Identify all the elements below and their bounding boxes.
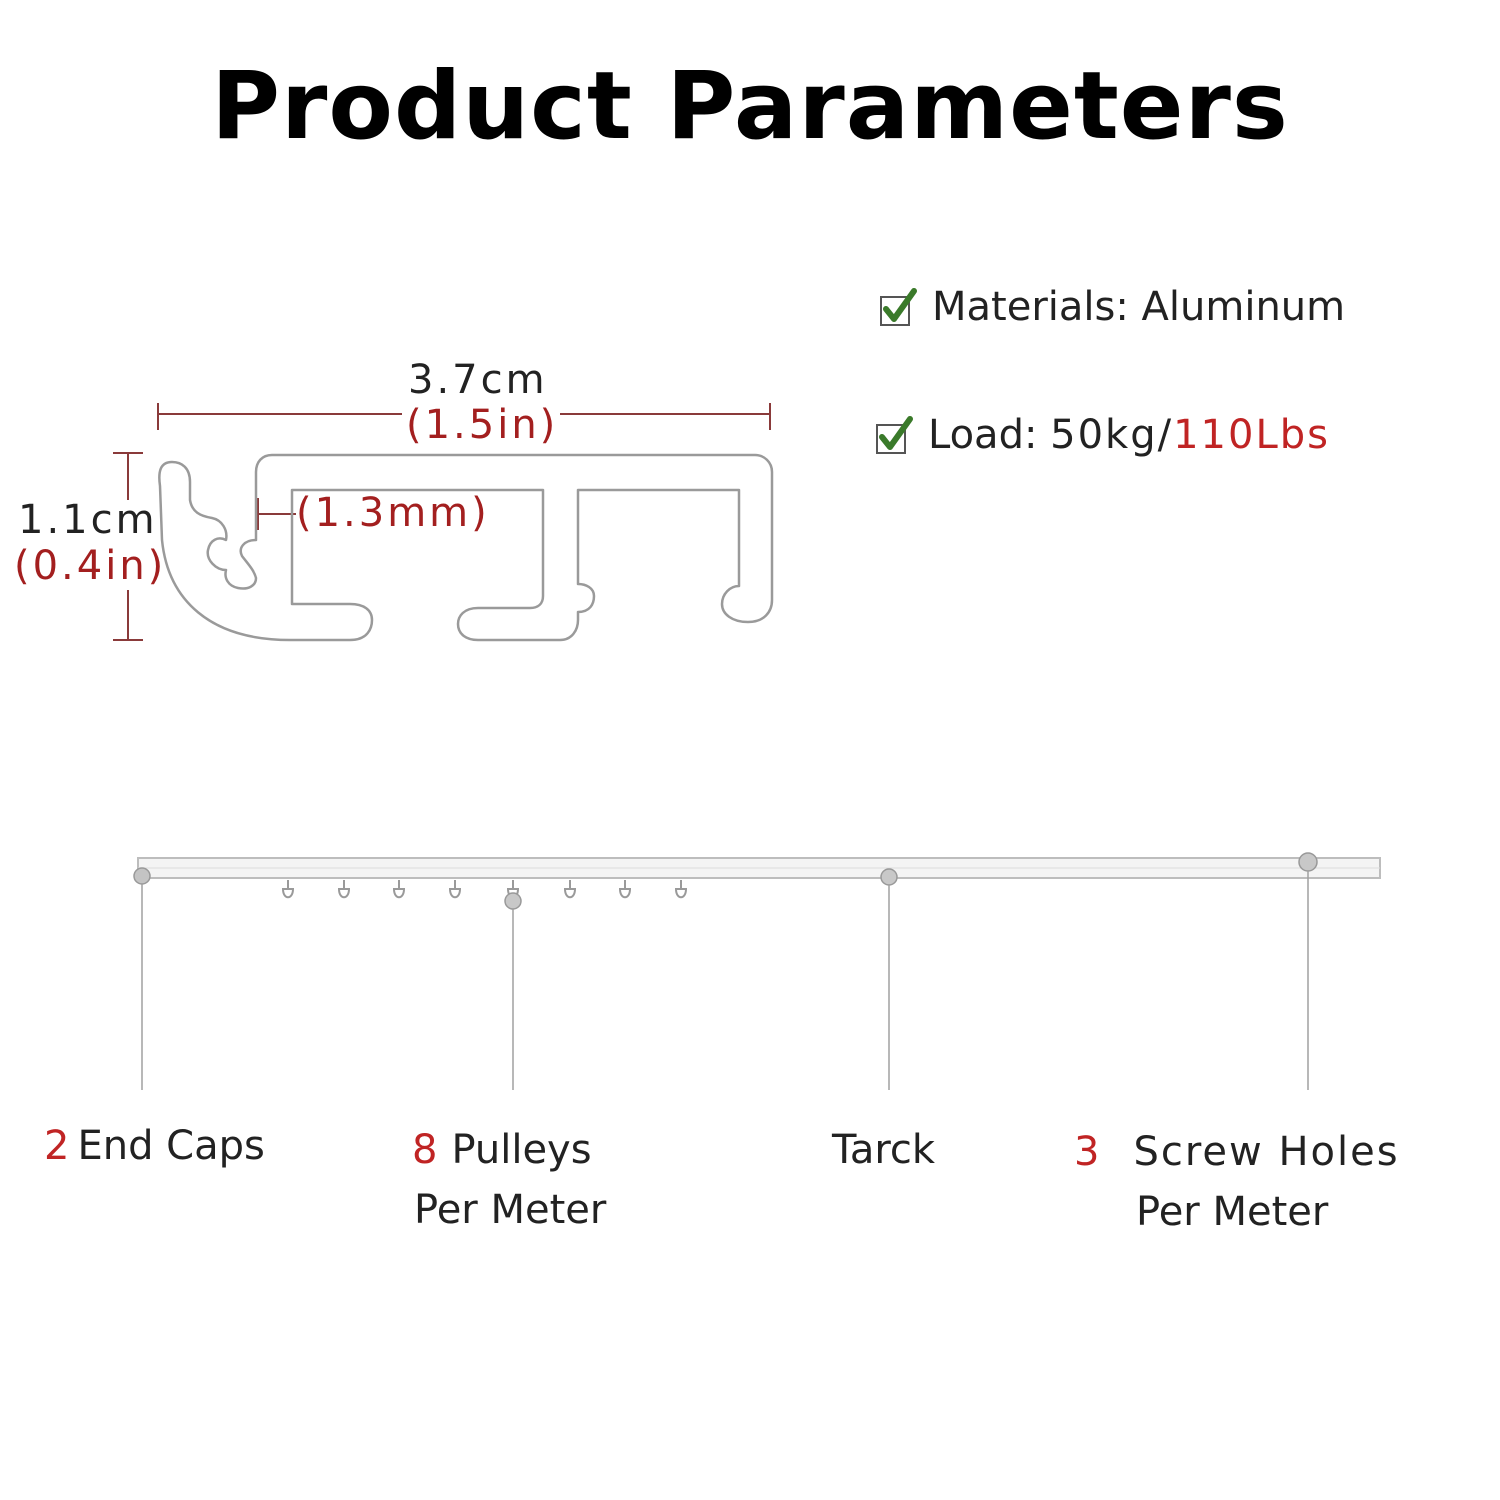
thickness-label: (1.3mm) xyxy=(296,490,490,536)
thickness-marker xyxy=(257,498,296,530)
page-title: Product Parameters xyxy=(211,52,1289,161)
screw-holes-count: 3 xyxy=(1074,1129,1100,1175)
pulleys-count: 8 xyxy=(412,1127,438,1173)
pulley xyxy=(448,880,462,899)
pulley xyxy=(337,880,351,899)
load-label: Load: xyxy=(928,412,1038,458)
height-cm-label: 1.1cm xyxy=(18,497,158,543)
screw-holes-label: 3 Screw Holes Per Meter xyxy=(1074,1122,1400,1242)
pulleys-text: Pulleys xyxy=(451,1127,592,1173)
pulley-marker xyxy=(504,892,522,910)
pulleys-label: 8 Pulleys Per Meter xyxy=(412,1120,606,1240)
end-cap-marker xyxy=(133,867,151,885)
track-marker xyxy=(880,868,898,886)
rail-profile-outline xyxy=(158,453,774,642)
end-caps-count: 2 xyxy=(44,1123,70,1169)
pulleys xyxy=(281,880,688,899)
width-cm-label: 3.7cm xyxy=(408,357,548,403)
pulley xyxy=(563,880,577,899)
leader-lines xyxy=(141,871,1309,1090)
checkbox-check-icon xyxy=(876,416,913,454)
materials-text: Materials: Aluminum xyxy=(932,284,1346,330)
pulley xyxy=(281,880,295,899)
screw-hole-marker xyxy=(1298,852,1318,872)
spec-materials: Materials: Aluminum xyxy=(878,284,1345,330)
load-lbs: 110Lbs xyxy=(1173,412,1330,458)
pulleys-subtext: Per Meter xyxy=(414,1187,607,1233)
height-in-label: (0.4in) xyxy=(14,543,167,589)
pulley xyxy=(674,880,688,899)
pulley xyxy=(392,880,406,899)
spec-load: Load: 50kg/110Lbs xyxy=(874,412,1330,458)
screw-holes-subtext: Per Meter xyxy=(1136,1189,1329,1235)
load-kg: 50kg/ xyxy=(1050,412,1174,458)
end-caps-text: End Caps xyxy=(77,1123,265,1169)
width-in-label: (1.5in) xyxy=(406,402,559,448)
track-label: Tarck xyxy=(832,1127,936,1173)
pulley xyxy=(618,880,632,899)
checkbox-check-icon xyxy=(880,288,917,326)
width-dimension-line xyxy=(157,403,771,430)
height-dimension-line xyxy=(113,452,143,641)
screw-holes-text: Screw Holes xyxy=(1133,1129,1400,1175)
